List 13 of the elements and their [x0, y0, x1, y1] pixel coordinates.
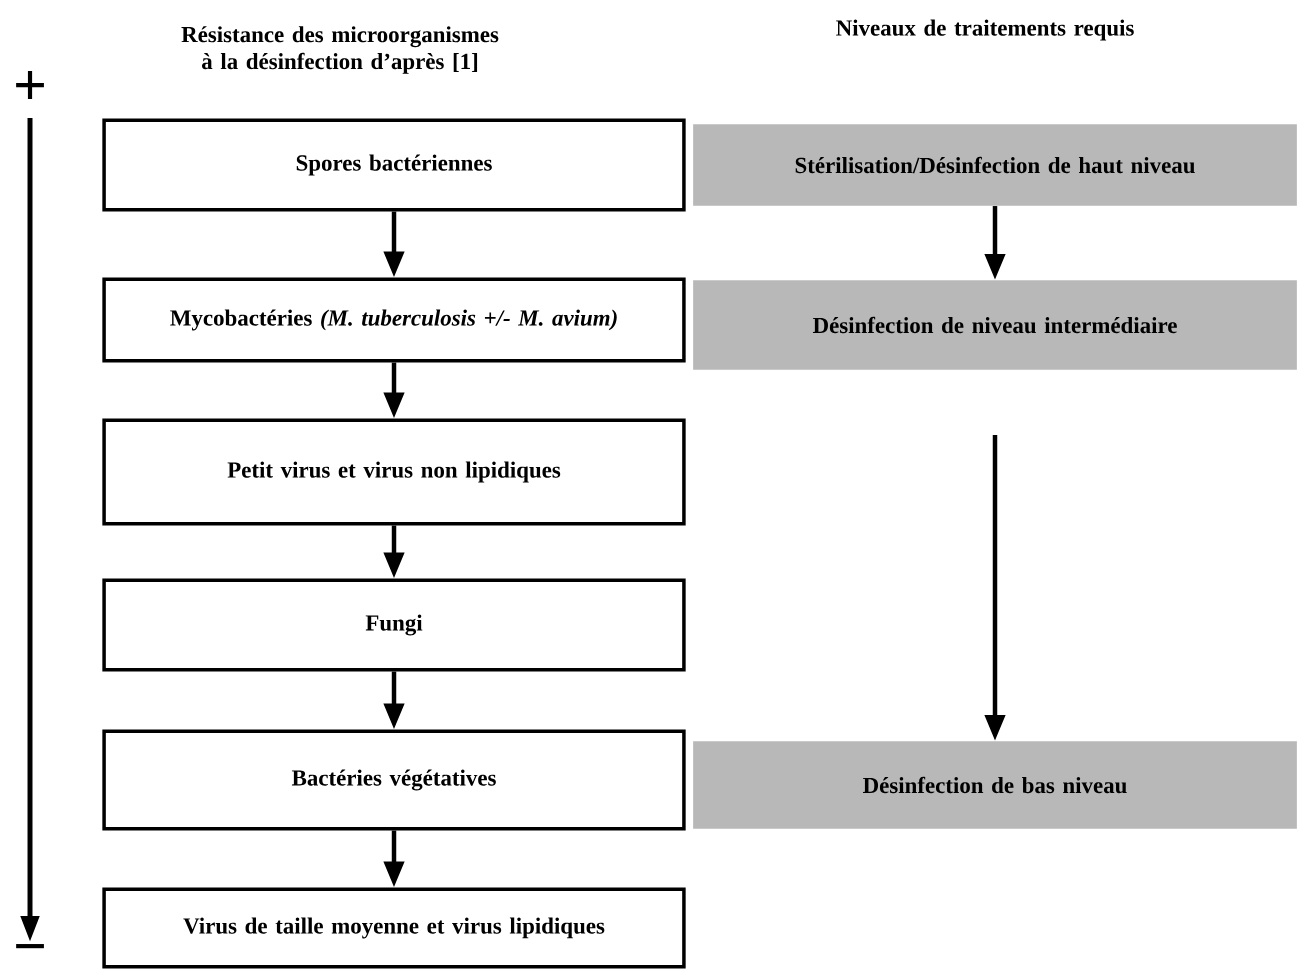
process-box: Petit virus et virus non lipidiques — [102, 418, 686, 526]
column-heading: Niveaux de traitements requis — [836, 19, 1134, 41]
treatment-band: Désinfection de niveau intermédiaire — [693, 280, 1297, 370]
column-heading: Résistance des microorganismes à la désinfection d’après [1] — [181, 26, 499, 74]
axis-sign: − — [16, 944, 44, 949]
process-box: Virus de taille moyenne et virus lipidiques — [102, 887, 686, 969]
treatment-band: Stérilisation/Désinfection de haut niveau — [693, 124, 1297, 206]
axis-sign: + — [16, 71, 44, 99]
process-box: Bactéries végétatives — [102, 729, 686, 831]
treatment-band: Désinfection de bas niveau — [693, 741, 1297, 829]
process-box: Mycobactéries (M. tuberculosis +/- M. avium) — [102, 277, 686, 363]
process-box: Spores bactériennes — [102, 118, 686, 212]
process-box: Fungi — [102, 578, 686, 672]
